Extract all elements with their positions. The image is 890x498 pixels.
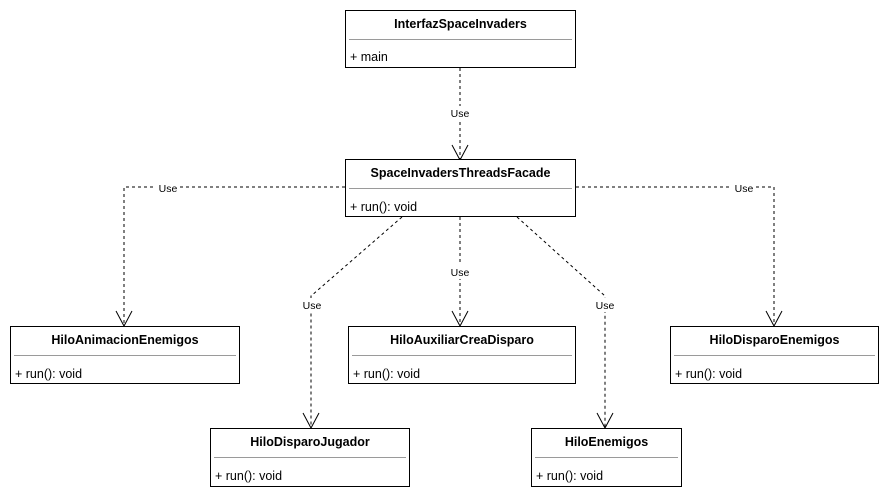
class-member: + run(): void bbox=[15, 367, 83, 381]
class-name: HiloAuxiliarCreaDisparo bbox=[390, 333, 534, 347]
class-member: + run(): void bbox=[350, 200, 418, 214]
label-background bbox=[732, 182, 756, 194]
dependency-line bbox=[310, 216, 403, 428]
dependency-arrowhead bbox=[115, 310, 133, 328]
label-background bbox=[300, 298, 324, 312]
dependency-label: Use bbox=[451, 108, 470, 120]
dependency-label: Use bbox=[451, 267, 470, 279]
label-background bbox=[593, 298, 617, 312]
dependency-label: Use bbox=[159, 183, 178, 195]
class-hilo-animacion-enemigos[interactable]: HiloAnimacionEnemigos + run(): void bbox=[10, 326, 240, 384]
class-space-invaders-threads-facade[interactable]: SpaceInvadersThreadsFacade + run(): void bbox=[345, 159, 576, 217]
dependency-label: Use bbox=[303, 300, 322, 312]
dependency-facade-auxiliar[interactable]: Use bbox=[448, 217, 472, 328]
class-member: + run(): void bbox=[353, 367, 421, 381]
compartment-divider bbox=[214, 457, 406, 458]
class-hilo-auxiliar-crea-disparo[interactable]: HiloAuxiliarCreaDisparo + run(): void bbox=[348, 326, 576, 384]
dependency-label: Use bbox=[735, 183, 754, 195]
dependency-arrowhead bbox=[302, 412, 320, 430]
compartment-divider bbox=[349, 188, 572, 189]
compartment-divider bbox=[535, 457, 678, 458]
compartment-divider bbox=[14, 355, 236, 356]
label-background bbox=[156, 182, 180, 194]
dependency-edges: Use Use Use Use Use bbox=[115, 68, 783, 430]
class-member: + run(): void bbox=[215, 469, 283, 483]
compartment-divider bbox=[352, 355, 572, 356]
class-name: HiloEnemigos bbox=[564, 435, 649, 449]
dependency-facade-disparoenemigos[interactable]: Use bbox=[576, 182, 783, 328]
dependency-facade-jugador[interactable]: Use bbox=[300, 216, 403, 430]
dependency-line bbox=[576, 186, 775, 326]
class-interfaz-space-invaders[interactable]: InterfazSpaceInvaders + main bbox=[345, 10, 576, 68]
dependency-interfaz-facade[interactable]: Use bbox=[448, 68, 472, 162]
class-hilo-disparo-enemigos[interactable]: HiloDisparoEnemigos + run(): void bbox=[670, 326, 879, 384]
class-hilo-disparo-jugador[interactable]: HiloDisparoJugador + run(): void bbox=[210, 428, 410, 487]
class-hilo-enemigos[interactable]: HiloEnemigos + run(): void bbox=[531, 428, 682, 487]
class-name: HiloAnimacionEnemigos bbox=[51, 333, 199, 347]
compartment-divider bbox=[349, 39, 572, 40]
compartment-divider bbox=[674, 355, 875, 356]
dependency-line bbox=[123, 186, 345, 326]
class-name: HiloDisparoJugador bbox=[250, 435, 370, 449]
dependency-line bbox=[516, 216, 606, 428]
class-name: InterfazSpaceInvaders bbox=[394, 17, 527, 31]
class-member: + run(): void bbox=[536, 469, 604, 483]
class-name: SpaceInvadersThreadsFacade bbox=[370, 166, 551, 180]
dependency-label: Use bbox=[596, 300, 615, 312]
label-background bbox=[448, 106, 472, 120]
dependency-facade-enemigos[interactable]: Use bbox=[516, 216, 617, 430]
class-name: HiloDisparoEnemigos bbox=[709, 333, 840, 347]
class-member: + main bbox=[350, 50, 388, 64]
class-member: + run(): void bbox=[675, 367, 743, 381]
label-background bbox=[448, 265, 472, 279]
